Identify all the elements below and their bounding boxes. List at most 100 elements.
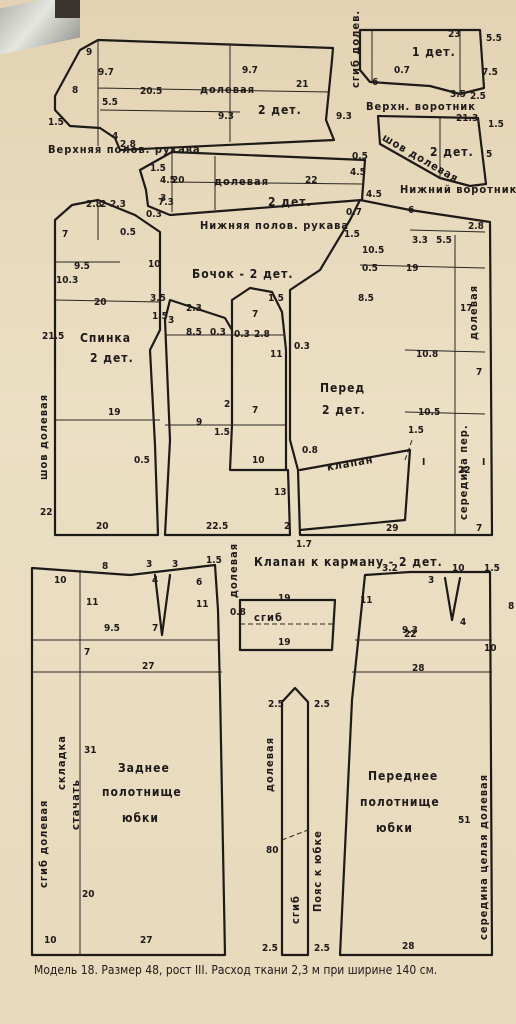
m-3b: 3	[168, 315, 175, 326]
m-9-3b: 9.3	[218, 111, 234, 122]
m-6b: 6	[408, 205, 415, 216]
m-13: 13	[274, 487, 287, 498]
m-8b: 8	[102, 561, 109, 572]
m-4-5: 4.5	[160, 175, 176, 186]
m-20d: 20	[82, 889, 95, 900]
collar-top-fold: сгиб долев.	[349, 9, 362, 88]
m-4-5c: 4.5	[366, 189, 382, 200]
m-7-5: 7.5	[482, 67, 498, 78]
m-20-5: 20.5	[140, 86, 163, 97]
m-9: 9	[86, 47, 93, 58]
m-31: 31	[84, 745, 97, 756]
m-21-5: 21.5	[42, 331, 65, 342]
m-7g: 7	[84, 647, 91, 658]
m-17: 17	[460, 303, 473, 314]
m-10-3: 10.3	[56, 275, 79, 286]
upper-sleeve-label-1: Верхняя полов. рукава	[48, 143, 201, 156]
m-9-5: 9.5	[74, 261, 90, 272]
m-7c: 7	[252, 405, 259, 416]
m-7b: 7	[252, 309, 259, 320]
m-11b: 11	[86, 597, 99, 608]
m-8: 8	[72, 85, 79, 96]
m-7d: 7	[476, 367, 483, 378]
dark-corner	[55, 0, 80, 18]
front-name: Перед	[320, 381, 366, 395]
m-80: 80	[266, 845, 279, 856]
m-11d: 11	[360, 595, 373, 606]
m-20: 20	[172, 175, 185, 186]
m-27b: 27	[140, 935, 153, 946]
m-10-5b: 10.5	[418, 407, 441, 418]
m-0-3d: 0.3	[294, 341, 310, 352]
m-5: 5	[486, 149, 493, 160]
back-skirt-stitch: стачать	[69, 779, 82, 830]
m-3c: 3	[146, 559, 153, 570]
m-19b: 19	[406, 263, 419, 274]
front-outline	[288, 198, 494, 537]
m-2-5: 2.5	[470, 91, 486, 102]
collar-under-count: 2 дет.	[430, 145, 474, 159]
m-6c: 6	[196, 577, 203, 588]
m-5-5d: 5.5	[436, 235, 452, 246]
m-6: 6	[372, 77, 379, 88]
m-2b: 2	[224, 399, 231, 410]
collar-top-count: 1 дет.	[412, 45, 456, 59]
m-0-3c: 0.3	[234, 329, 250, 340]
m-3-2: 3.2	[382, 563, 398, 574]
m-28b: 28	[402, 941, 415, 952]
m-3-5b: 3.5	[150, 293, 166, 304]
m-4b: 4	[152, 575, 159, 586]
m-2-8d: 2.8	[468, 221, 484, 232]
m-29: 29	[386, 523, 399, 534]
m-0-5d: 0.5	[362, 263, 378, 274]
m-1-5g: 1.5	[408, 425, 424, 436]
m-19c: 19	[278, 593, 291, 604]
m-9-7: 9.7	[98, 67, 114, 78]
m-10: 10	[148, 259, 161, 270]
under-sleeve-outline	[138, 150, 367, 217]
m-3-5: 3.5	[450, 89, 466, 100]
m-1-5d: 1.5	[152, 311, 168, 322]
m-8-3: 8.5	[358, 293, 374, 304]
collar-under-name: Нижний воротник	[400, 183, 516, 196]
m-0-5b: 0.5	[120, 227, 136, 238]
m-0-3: 0.3	[146, 209, 162, 220]
m-0-8b: 0.8	[230, 607, 246, 618]
m-0-7b: 0.7	[346, 207, 362, 218]
m-51: 51	[458, 815, 471, 826]
m-10d: 10	[44, 935, 57, 946]
m-7e: 7	[476, 523, 483, 534]
m-23: 23	[448, 29, 461, 40]
m-19d: 19	[278, 637, 291, 648]
back-skirt-name-1: Заднее	[118, 761, 170, 775]
m-2c: 2	[284, 521, 291, 532]
m-2-3b: 2.3	[186, 303, 202, 314]
m-10-8: 10.8	[416, 349, 439, 360]
m-2: 2	[100, 199, 107, 210]
belt-fold: сгиб	[289, 895, 302, 924]
m-1-5e: 1.5	[268, 293, 284, 304]
m-0-3b: 0.3	[210, 327, 226, 338]
m-22b: 22	[40, 507, 53, 518]
m-8c: 8	[508, 601, 515, 612]
pocket-flap-name: Клапан к карману - 2 дет.	[254, 555, 443, 569]
back-outline	[53, 198, 162, 537]
under-sleeve-label: Нижняя полов. рукава	[200, 219, 350, 232]
m-9-5b: 9.5	[104, 623, 120, 634]
front-flap-outline	[298, 448, 412, 532]
pocket-flap-outline	[238, 598, 337, 652]
back-skirt-outline	[30, 563, 227, 957]
m-9-3c: 9.3	[402, 625, 418, 636]
m-1-5h: 1.5	[206, 555, 222, 566]
belt-grain: долевая	[263, 736, 276, 792]
front-skirt-name-1: Переднее	[368, 769, 439, 783]
m-10c: 10	[54, 575, 67, 586]
m-1-5c: 1.5	[488, 119, 504, 130]
m-27: 27	[142, 661, 155, 672]
m-4: 4	[112, 131, 119, 142]
belt-name: Пояс к юбке	[311, 830, 324, 912]
m-5-5: 5.5	[102, 97, 118, 108]
m-2-5e: 2.5	[314, 943, 330, 954]
pocket-flap-fold: сгиб	[254, 611, 283, 624]
